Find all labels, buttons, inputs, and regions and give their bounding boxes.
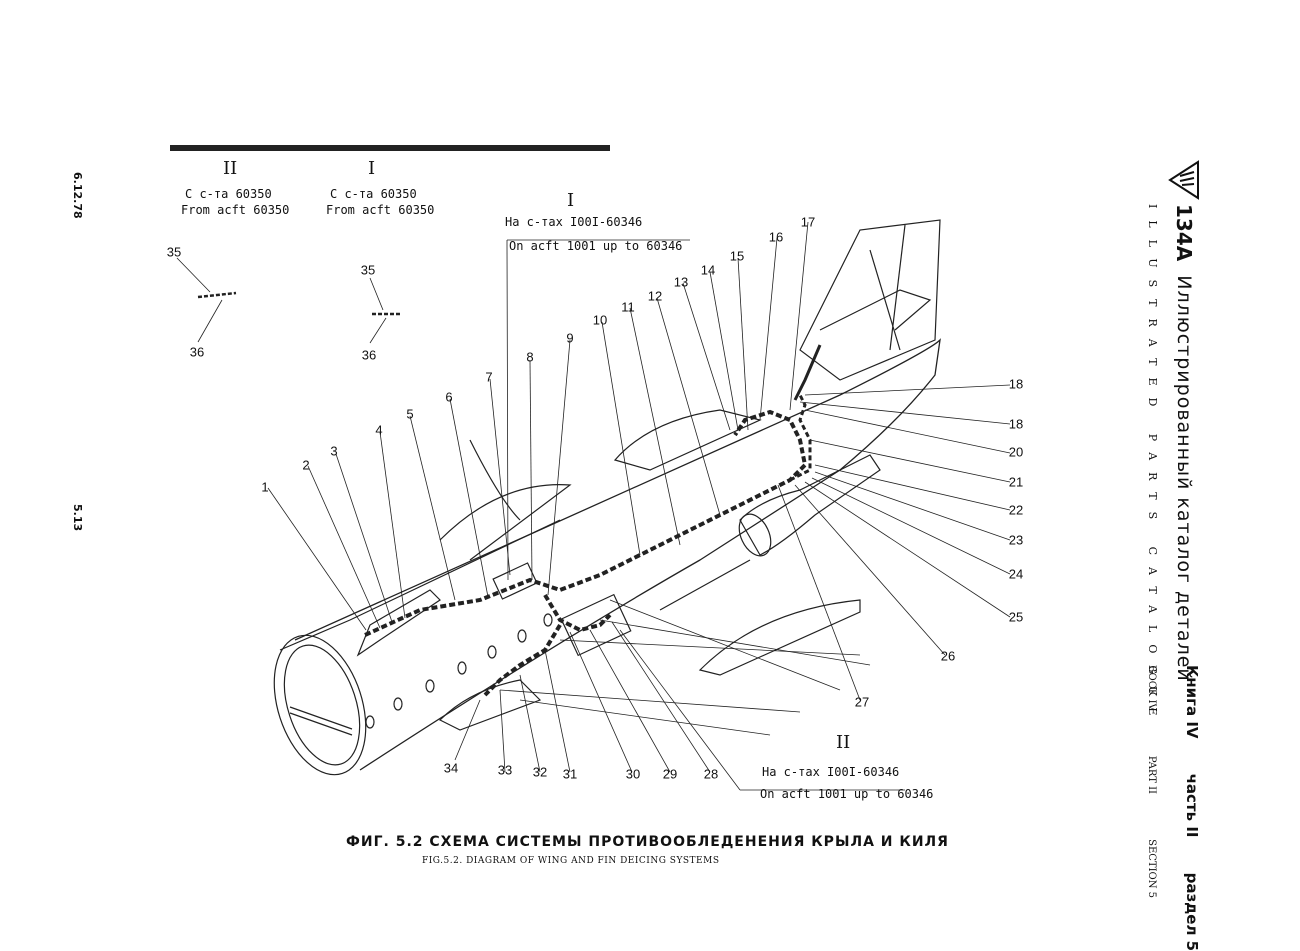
catalog-title-en: ILLUSTRATED PARTS CATALOGUE xyxy=(1146,204,1159,728)
callout-1: 1 xyxy=(261,479,269,495)
callout-36b: 36 xyxy=(361,347,377,363)
variant-line-ru: На с-тах I00I-60346 xyxy=(505,215,643,229)
callout-11: 11 xyxy=(621,299,635,315)
variant-line-en: On acft 1001 up to 60346 xyxy=(760,787,934,801)
callout-35b: 35 xyxy=(360,262,376,278)
page-date: 6.12.78 xyxy=(71,172,84,219)
callout-27: 27 xyxy=(854,694,870,710)
variant-line-en: From acft 60350 xyxy=(326,203,435,217)
book-ru: Книга IV xyxy=(1183,665,1201,739)
callout-18b: 18 xyxy=(1008,416,1024,432)
callout-32: 32 xyxy=(532,764,548,780)
deicing-diagram xyxy=(170,145,1011,791)
callout-5: 5 xyxy=(406,406,414,422)
variant-roman: II xyxy=(836,732,851,753)
book-en: BOOK IV xyxy=(1146,665,1157,711)
model-number: 134A xyxy=(1172,204,1196,262)
callout-30: 30 xyxy=(625,766,641,782)
variant-line-en: From acft 60350 xyxy=(181,203,290,217)
section-en: SECTION 5 xyxy=(1146,839,1157,899)
callout-4: 4 xyxy=(375,422,383,438)
callout-21: 21 xyxy=(1008,474,1024,490)
logo-icon xyxy=(1166,160,1202,200)
callout-36a: 36 xyxy=(189,344,205,360)
variant-bottom-right: II На с-тах I00I-60346 On acft 1001 up t… xyxy=(760,732,960,801)
variant-roman: I xyxy=(567,190,575,211)
variant-roman: I xyxy=(368,158,376,179)
part-ru: часть II xyxy=(1183,773,1201,838)
figure-caption-ru: ФИГ. 5.2 СХЕМА СИСТЕМЫ ПРОТИВООБЛЕДЕНЕНИ… xyxy=(346,834,949,850)
callout-35a: 35 xyxy=(166,244,182,260)
callout-15: 15 xyxy=(729,248,745,264)
callout-10: 10 xyxy=(592,312,608,328)
callout-20: 20 xyxy=(1008,444,1024,460)
variant-line-ru: На с-тах I00I-60346 xyxy=(762,765,900,779)
side-header: 134A Иллюстрированный каталог деталей IL… xyxy=(1142,160,1202,951)
callout-7: 7 xyxy=(485,369,493,385)
page-number: 5.13 xyxy=(71,504,84,532)
variant-line-ru: С с-та 60350 xyxy=(185,187,272,201)
callout-17: 17 xyxy=(800,214,816,230)
callout-28: 28 xyxy=(703,766,719,782)
callout-18a: 18 xyxy=(1008,376,1024,392)
variant-line-ru: С с-та 60350 xyxy=(330,187,417,201)
part-en: PART II xyxy=(1146,755,1157,794)
callout-33: 33 xyxy=(497,762,513,778)
callout-8: 8 xyxy=(526,349,534,365)
callout-25: 25 xyxy=(1008,609,1024,625)
callout-23: 23 xyxy=(1008,532,1024,548)
variant-top-mid: I С с-та 60350 From acft 60350 xyxy=(326,158,456,217)
callout-2: 2 xyxy=(302,457,310,473)
variant-top-right: I На с-тах I00I-60346 On acft 1001 up to… xyxy=(505,190,705,253)
callout-22: 22 xyxy=(1008,502,1024,518)
callout-31: 31 xyxy=(562,766,578,782)
callout-16: 16 xyxy=(768,229,784,245)
variant-roman: II xyxy=(223,158,238,179)
section-ru: раздел 5 xyxy=(1183,872,1201,951)
callout-3: 3 xyxy=(330,443,338,459)
callout-13: 13 xyxy=(673,274,689,290)
catalog-title-ru: Иллюстрированный каталог деталей xyxy=(1173,275,1195,682)
callout-12: 12 xyxy=(647,288,663,304)
callout-34: 34 xyxy=(443,760,459,776)
variant-line-en: On acft 1001 up to 60346 xyxy=(509,239,683,253)
variant-top-left: II С с-та 60350 From acft 60350 xyxy=(181,158,315,217)
callout-29: 29 xyxy=(662,766,678,782)
callout-14: 14 xyxy=(700,262,716,278)
callout-24: 24 xyxy=(1008,566,1024,582)
callout-6: 6 xyxy=(445,389,453,405)
figure-caption-en: FIG.5.2. DIAGRAM OF WING AND FIN DEICING… xyxy=(422,856,720,866)
callout-26: 26 xyxy=(940,648,956,664)
callout-9: 9 xyxy=(566,330,574,346)
